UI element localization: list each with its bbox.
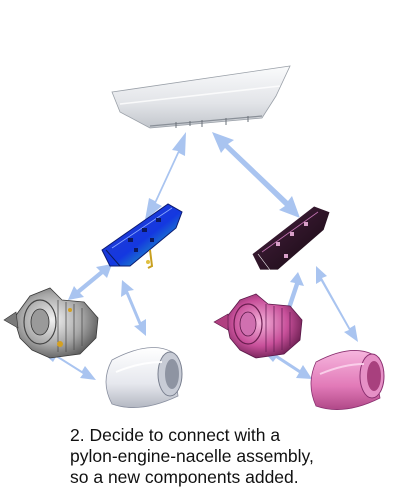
bidirectional-arrow-icon [316, 266, 358, 342]
bidirectional-arrow-icon [145, 132, 186, 220]
wing-icon [111, 65, 291, 129]
nacelle-icon [105, 347, 183, 408]
nacelle-icon [310, 350, 385, 410]
bidirectional-arrow-icon [121, 280, 146, 336]
bidirectional-arrow-icon [68, 264, 112, 300]
caption-line-3: so a new components added. [70, 467, 299, 487]
caption-line-1: 2. Decide to connect with a [70, 425, 281, 445]
caption-line-2: pylon-engine-nacelle assembly, [70, 446, 314, 466]
bidirectional-arrow-icon [264, 350, 312, 379]
caption-text: 2. Decide to connect with a pylon-engine… [70, 425, 390, 488]
bidirectional-arrow-icon [212, 132, 300, 218]
pylon-icon [251, 205, 331, 271]
engine-icon [3, 287, 99, 359]
engine-icon [213, 293, 303, 359]
pylon-icon [101, 203, 183, 269]
